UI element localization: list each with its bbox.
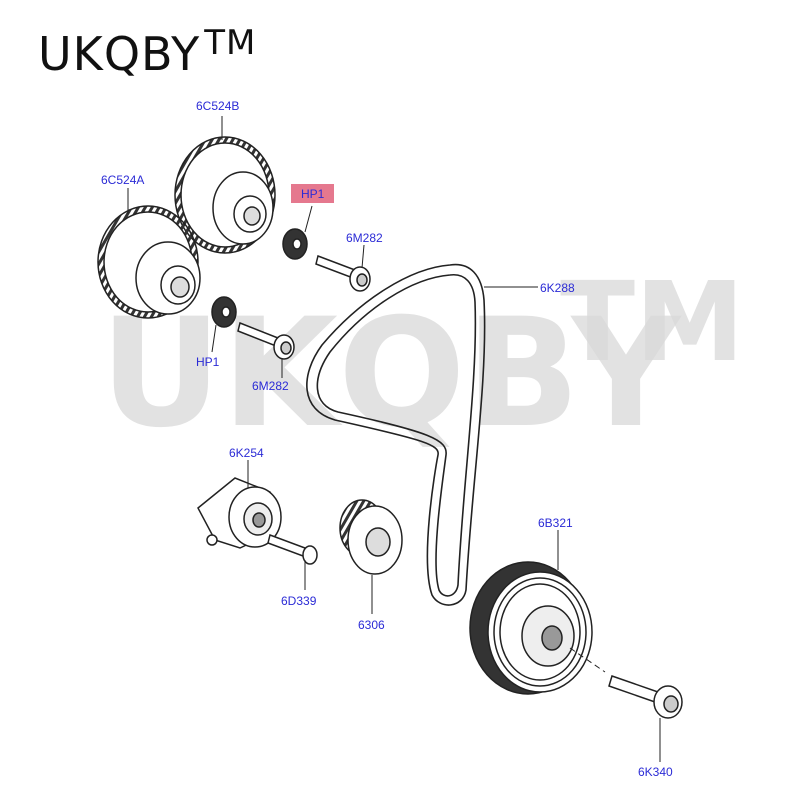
label-hp1-lower: HP1 [196, 355, 220, 369]
leader-lines [127, 116, 661, 762]
washer-upper [282, 228, 308, 260]
label-6k254: 6K254 [229, 446, 264, 460]
washer-lower [211, 296, 237, 328]
label-6m282-upper: 6M282 [346, 231, 383, 245]
label-6c524b: 6C524B [196, 99, 239, 113]
label-6d339: 6D339 [281, 594, 317, 608]
bolt-upper [315, 255, 371, 292]
callout-labels: 6C524B 6C524A HP1 6M282 6K288 HP1 6M282 … [101, 99, 673, 779]
label-6306: 6306 [358, 618, 385, 632]
label-hp1-highlight: HP1 [301, 187, 325, 201]
brand-name: UKQBY [38, 27, 201, 81]
watermark-text: UKQBY [100, 287, 683, 461]
crankshaft-gear [339, 499, 403, 575]
camshaft-sprocket-a [97, 205, 201, 319]
tensioner [197, 477, 282, 549]
hp1-highlight-box [291, 184, 334, 203]
label-6b321: 6B321 [538, 516, 573, 530]
label-6k288: 6K288 [540, 281, 575, 295]
camshaft-sprocket-b [174, 136, 276, 254]
timing-belt [306, 263, 486, 606]
brand-tm: TM [204, 23, 257, 63]
watermark-tm: TM [560, 258, 745, 386]
bolt-lower [237, 321, 295, 360]
watermark: UKQBY TM [100, 258, 745, 461]
crankshaft-damper [469, 561, 593, 695]
label-6k340: 6K340 [638, 765, 673, 779]
tensioner-bolt [267, 534, 318, 565]
damper-bolt [608, 675, 683, 719]
label-6m282-lower: 6M282 [252, 379, 289, 393]
label-6c524a: 6C524A [101, 173, 144, 187]
